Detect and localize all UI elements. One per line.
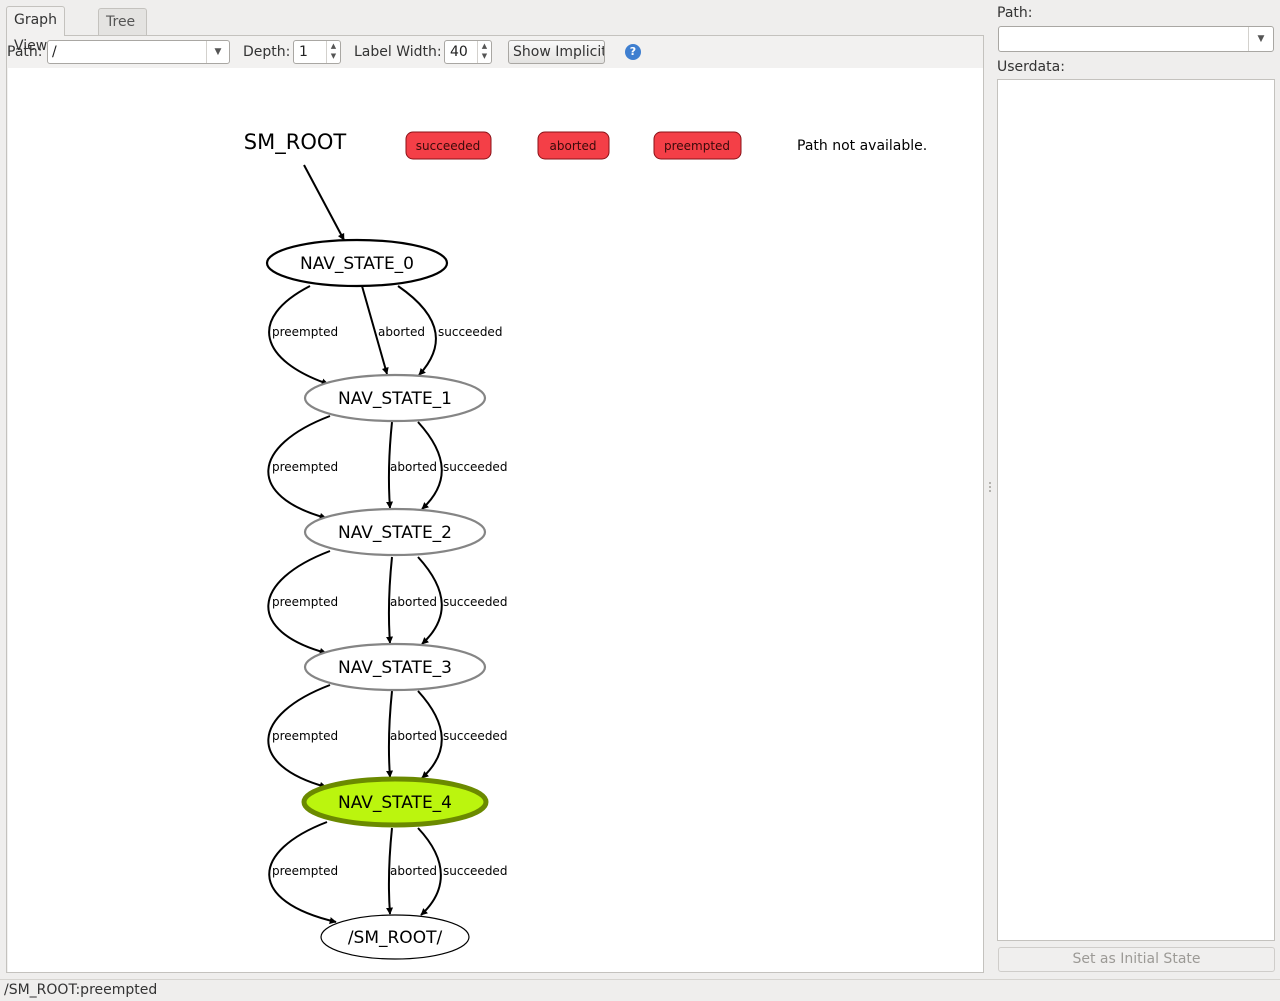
edge-label: preempted: [272, 729, 338, 743]
state-label: NAV_STATE_1: [338, 389, 452, 409]
state-machine-graph: SM_ROOT succeeded aborted preempted Path…: [244, 130, 927, 960]
terminal-label: /SM_ROOT/: [348, 928, 443, 948]
outcome-preempted-node[interactable]: [653, 131, 742, 160]
state-node-nav-state-4-active[interactable]: [301, 776, 489, 828]
edge-aborted: [386, 421, 394, 509]
outcome-preempted-label: preempted: [664, 139, 730, 153]
depth-spinbox[interactable]: 1 ▲▼: [293, 40, 341, 64]
edge-label: aborted: [390, 729, 437, 743]
state-label: NAV_STATE_3: [338, 658, 452, 678]
state-label: NAV_STATE_0: [300, 254, 414, 274]
initial-transition-edge: [303, 164, 345, 241]
outcome-aborted-label: aborted: [550, 139, 597, 153]
terminal-node-sm-root[interactable]: [320, 914, 470, 960]
path-value: /: [52, 44, 57, 60]
edge-succeeded: [417, 556, 443, 645]
path-label: Path:: [7, 44, 42, 60]
edge-label: aborted: [390, 595, 437, 609]
path-combobox[interactable]: / ▼: [47, 40, 230, 64]
edge-aborted: [386, 827, 394, 915]
graph-view-panel: Path: / ▼ Depth: 1 ▲▼ Label Width: 40 ▲▼…: [6, 35, 984, 973]
edge-label: aborted: [378, 325, 425, 339]
graph-canvas[interactable]: SM_ROOT succeeded aborted preempted Path…: [8, 68, 983, 972]
spin-arrows-icon[interactable]: ▲▼: [477, 41, 491, 63]
edge-label: succeeded: [443, 864, 507, 878]
edge-succeeded: [417, 421, 443, 510]
status-bar: /SM_ROOT:preempted: [0, 979, 1280, 1000]
outcome-aborted-node[interactable]: [537, 131, 610, 160]
edge-preempted: [268, 285, 329, 386]
label-width-value: 40: [450, 44, 468, 60]
edge-label: aborted: [390, 460, 437, 474]
container-label: SM_ROOT: [244, 130, 347, 155]
edge-label: succeeded: [443, 595, 507, 609]
edge-succeeded: [417, 690, 443, 779]
userdata-view[interactable]: [997, 79, 1275, 941]
right-path-label: Path:: [997, 5, 1033, 21]
edge-aborted: [386, 690, 394, 778]
edge-label: preempted: [272, 595, 338, 609]
depth-value: 1: [299, 44, 308, 60]
edge-label: preempted: [272, 460, 338, 474]
tab-graph-view[interactable]: Graph View: [6, 6, 65, 54]
depth-label: Depth:: [243, 44, 291, 60]
edge-preempted: [267, 684, 331, 789]
edge-aborted: [361, 285, 389, 375]
edge-label: preempted: [272, 864, 338, 878]
tab-tree-view[interactable]: Tree View: [98, 8, 148, 56]
set-initial-state-button[interactable]: Set as Initial State: [998, 947, 1275, 972]
show-implicit-button[interactable]: Show Implicit: [508, 40, 605, 64]
edge-preempted: [267, 550, 331, 655]
chevron-down-icon[interactable]: ▼: [1248, 27, 1273, 51]
right-path-combobox[interactable]: ▼: [998, 26, 1274, 52]
outcome-succeeded-label: succeeded: [416, 139, 480, 153]
edge-succeeded: [417, 827, 442, 916]
chevron-down-icon[interactable]: ▼: [206, 41, 229, 63]
help-icon[interactable]: ?: [625, 44, 641, 60]
state-node-nav-state-2[interactable]: [303, 507, 487, 557]
state-label: NAV_STATE_4: [338, 793, 452, 813]
graph-toolbar: Path: / ▼ Depth: 1 ▲▼ Label Width: 40 ▲▼…: [7, 36, 983, 68]
label-width-label: Label Width:: [354, 44, 442, 60]
userdata-label: Userdata:: [997, 59, 1065, 75]
state-node-nav-state-3[interactable]: [303, 642, 487, 692]
edge-succeeded: [397, 285, 437, 376]
panel-splitter[interactable]: [988, 480, 992, 500]
edge-preempted: [267, 415, 331, 520]
edge-label: succeeded: [443, 460, 507, 474]
edge-label: aborted: [390, 864, 437, 878]
spin-arrows-icon[interactable]: ▲▼: [326, 41, 340, 63]
edge-label: succeeded: [443, 729, 507, 743]
path-status-message: Path not available.: [797, 138, 927, 154]
edge-aborted: [386, 556, 394, 644]
state-node-nav-state-1[interactable]: [303, 373, 487, 423]
edge-label: succeeded: [438, 325, 502, 339]
edge-label: preempted: [272, 325, 338, 339]
outcome-succeeded-node[interactable]: [405, 131, 492, 160]
state-label: NAV_STATE_2: [338, 523, 452, 543]
state-node-nav-state-0[interactable]: [265, 238, 449, 288]
state-info-panel: Path: ▼ Userdata: Set as Initial State: [997, 0, 1277, 975]
edge-preempted: [268, 821, 337, 924]
label-width-spinbox[interactable]: 40 ▲▼: [444, 40, 492, 64]
